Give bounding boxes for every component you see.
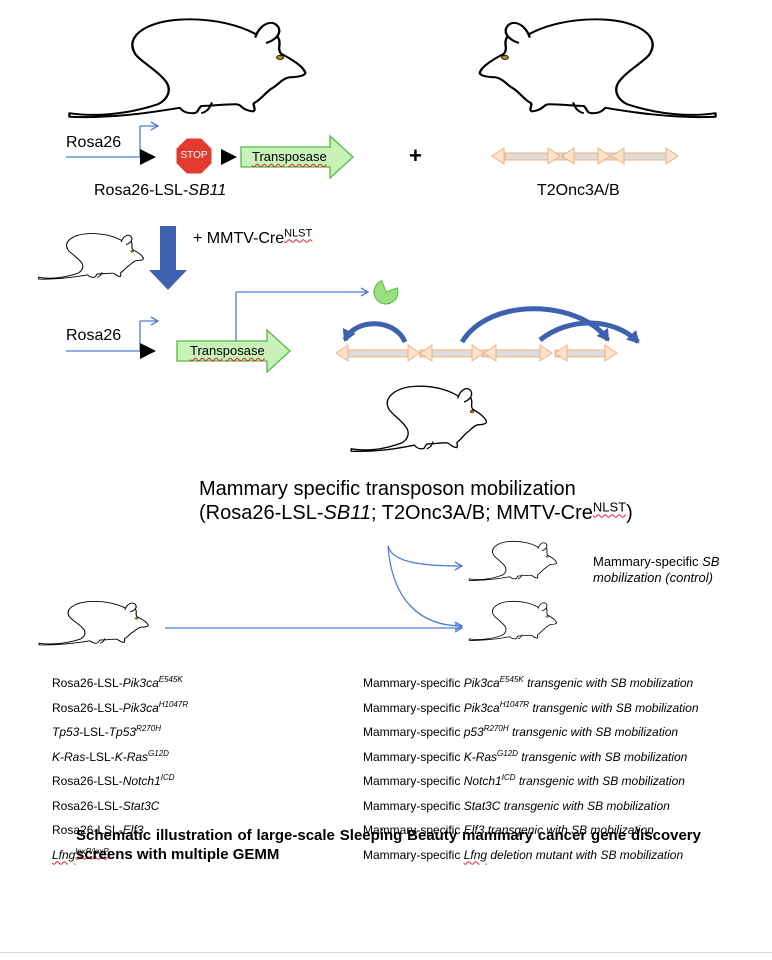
stop-label: STOP (180, 150, 208, 161)
mobilization-title: Mammary specific transposon mobilization (199, 478, 576, 500)
mouse-center (350, 385, 488, 453)
cross-label: + MMTV-CreNLST (193, 227, 313, 247)
cohort-row: Mammary-specific Pik3caH1047R transgenic… (363, 699, 699, 715)
plus-sign: + (409, 143, 422, 168)
transposase-arrow (240, 134, 354, 180)
mobilization-genotype: (Rosa26-LSL-SB11; T2Onc3A/B; MMTV-CreNLS… (199, 499, 633, 524)
mouse-top-right (478, 18, 717, 119)
control-label: Mammary-specific SB mobilization (contro… (593, 554, 720, 585)
mouse-cross (38, 233, 144, 280)
cohort-row: Mammary-specific Pik3caE545K transgenic … (363, 675, 694, 691)
rosa26-label-middle: Rosa26 (66, 327, 122, 344)
stop-octagon (176, 138, 212, 174)
transposase-label-middle: Transposase (190, 343, 265, 358)
rosa26-label-top: Rosa26 (66, 134, 122, 151)
mouse-transgenic-parent (38, 600, 149, 646)
cross-down-arrow (149, 226, 187, 290)
genotype-row: Rosa26-LSL-Pik3caH1047R (52, 699, 189, 715)
breeding-arrows (165, 545, 464, 633)
transposon-mobilization (335, 306, 640, 362)
cohort-row: Mammary-specific Notch1ICD transgenic wi… (363, 773, 685, 789)
mouse-offspring-transgenic (468, 600, 557, 641)
cohort-row: Mammary-specific Elf3 transgenic with SB… (363, 823, 654, 837)
t2onc-label: T2Onc3A/B (537, 182, 620, 199)
genotype-row: Rosa26-LSL-Elf3 (52, 823, 144, 837)
cohort-row: Mammary-specific Stat3C transgenic with … (363, 798, 670, 813)
transposase-protein-icon (373, 280, 399, 305)
rosa26-lsl-construct (66, 121, 354, 180)
mouse-offspring-control (468, 540, 557, 581)
figure-caption: Schematic illustration of large-scale Sl… (76, 827, 701, 863)
cohort-row: Mammary-specific p53R270H transgenic wit… (363, 724, 679, 740)
cohort-row: Mammary-specific K-RasG12D transgenic wi… (363, 748, 688, 764)
rosa26-recombined-construct (66, 280, 399, 374)
genotype-row: Tp53-LSL-Tp53R270H (52, 724, 161, 740)
genotype-row: LfngloxP/loxP (52, 846, 109, 862)
loxp-triangle (221, 149, 237, 165)
mouse-top-left (68, 18, 307, 119)
bottom-divider (0, 952, 772, 953)
genotype-row: Rosa26-LSL-Notch1ICD (52, 773, 175, 789)
genotype-row: Rosa26-LSL-Pik3caE545K (52, 675, 183, 691)
allele-label: Rosa26-LSL-SB11 (94, 182, 227, 199)
transposase-label-top: Transposase (252, 149, 327, 164)
genotype-row: K-Ras-LSL-K-RasG12D (52, 748, 169, 764)
loxp-triangle (140, 149, 156, 165)
t2onc-transposon-top (491, 147, 679, 165)
loxp-triangle (140, 343, 156, 359)
genotype-row: Rosa26-LSL-Stat3C (52, 798, 160, 813)
cohort-row: Mammary-specific Lfng deletion mutant wi… (363, 847, 684, 862)
transposase-arrow (176, 328, 291, 374)
